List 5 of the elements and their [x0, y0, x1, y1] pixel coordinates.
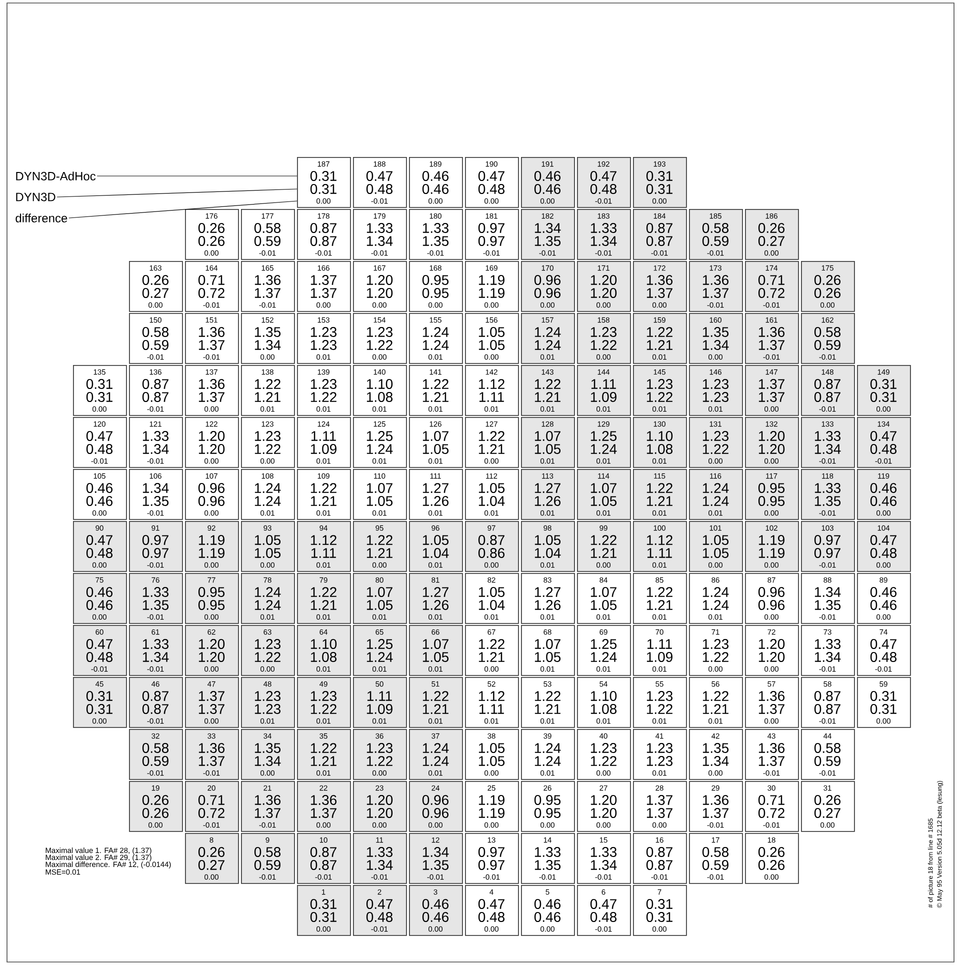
- leader-line: [56, 188, 298, 198]
- key-label: DYN3D: [16, 192, 56, 202]
- key-label: DYN3D-AdHoc: [16, 172, 96, 180]
- leader-line: [68, 200, 298, 218]
- key-label: difference: [16, 214, 68, 222]
